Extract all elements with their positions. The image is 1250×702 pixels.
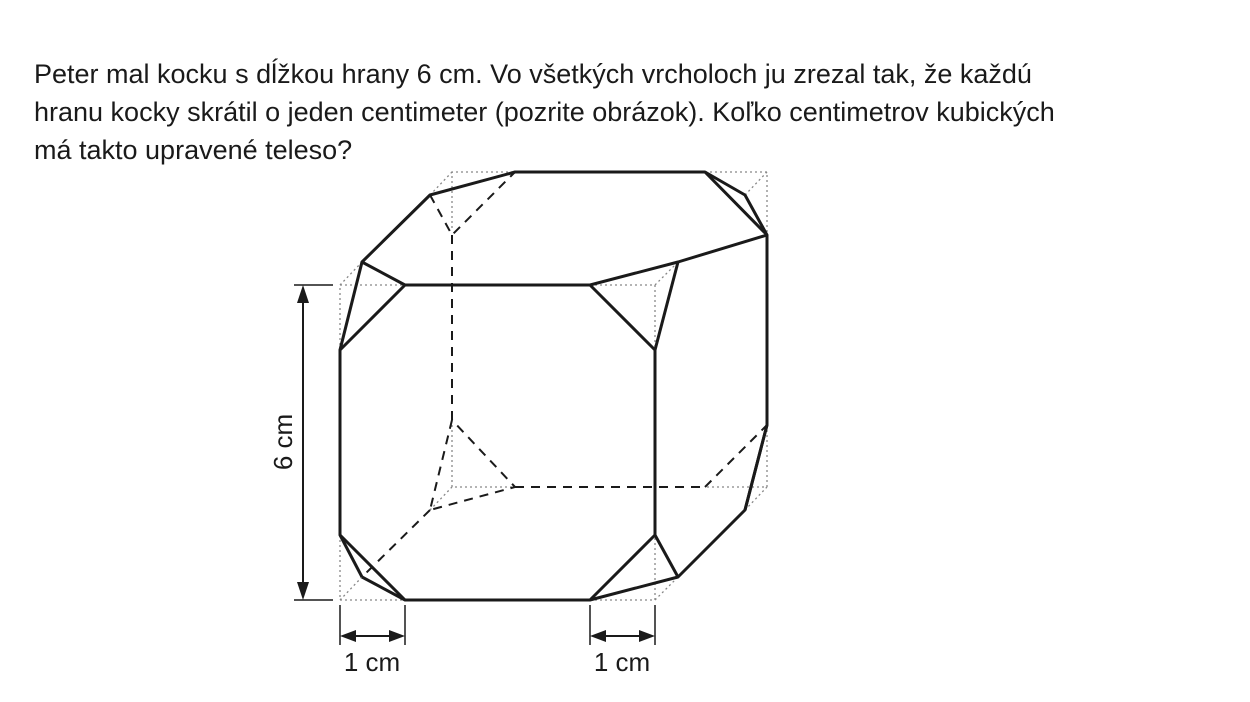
original-cube-outline	[339, 171, 768, 601]
problem-line-2: hranu kocky skrátil o jeden centimeter (…	[34, 97, 1055, 127]
problem-statement: Peter mal kocku s dĺžkou hrany 6 cm. Vo …	[34, 55, 1234, 169]
cut-length-label-right: 1 cm	[594, 647, 650, 677]
problem-line-3: má takto upravené teleso?	[34, 135, 353, 165]
cut-length-label-left: 1 cm	[344, 647, 400, 677]
hidden-edges	[361, 171, 768, 578]
visible-edges	[338, 170, 769, 602]
problem-line-1: Peter mal kocku s dĺžkou hrany 6 cm. Vo …	[34, 59, 1032, 89]
cut-dimension-left	[339, 605, 406, 645]
cut-dimension-right	[589, 605, 656, 645]
edge-dimension	[294, 284, 333, 601]
edge-length-label: 6 cm	[268, 414, 298, 470]
